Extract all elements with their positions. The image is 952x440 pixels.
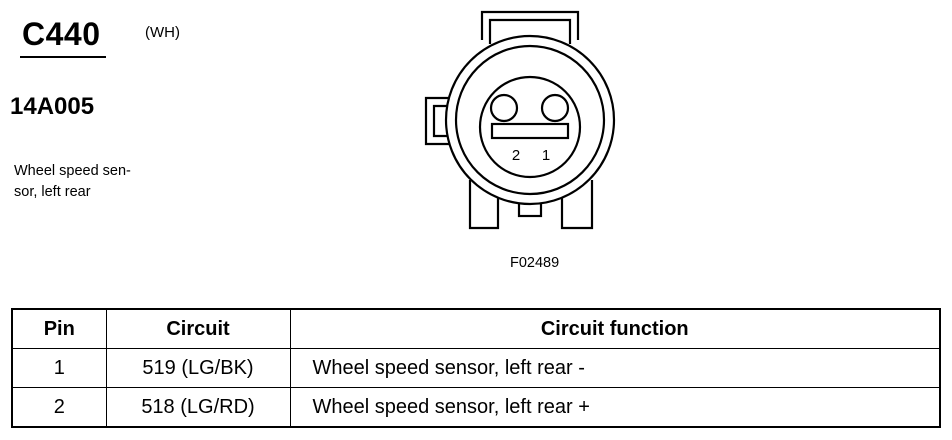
pin-label-1: 1 — [542, 147, 550, 164]
cell-pin: 1 — [11, 348, 107, 388]
cell-circuit: 518 (LG/RD) — [105, 387, 291, 428]
connector-right-leg — [560, 180, 594, 230]
figure-id: F02489 — [510, 255, 560, 271]
table-row: 2 518 (LG/RD) Wheel speed sensor, left r… — [11, 387, 941, 428]
header-circuit: Circuit — [105, 308, 291, 349]
connector-id-underline — [20, 56, 106, 58]
part-number: 14A005 — [10, 93, 95, 120]
connector-key-bar — [490, 122, 570, 140]
pin-table: Pin Circuit Circuit function 1 519 (LG/B… — [11, 308, 941, 428]
connector-inner-ring — [454, 44, 606, 196]
connector-top-tab-inner — [488, 18, 572, 44]
description-line-2: sor, left rear — [14, 184, 91, 200]
connector-description: Wheel speed sen- sor, left rear — [14, 161, 174, 203]
table-row: 1 519 (LG/BK) Wheel speed sensor, left r… — [11, 348, 941, 388]
connector-left-latch — [424, 96, 458, 146]
header-pin: Pin — [11, 308, 107, 349]
cell-circuit: 519 (LG/BK) — [105, 348, 291, 388]
cell-pin: 2 — [11, 387, 107, 428]
table-header-row: Pin Circuit Circuit function — [11, 308, 941, 349]
cell-function: Wheel speed sensor, left rear + — [289, 387, 941, 428]
connector-left-latch-inner — [432, 104, 452, 138]
connector-top-tab — [480, 10, 580, 40]
connector-id: C440 — [22, 16, 101, 52]
pin-1-cavity — [540, 93, 570, 123]
connector-face-diagram: 2 1 — [424, 10, 616, 230]
cell-function: Wheel speed sensor, left rear - — [289, 348, 941, 388]
connector-pin-face — [478, 75, 582, 179]
pin-2-cavity — [489, 93, 519, 123]
connector-color: (WH) — [145, 24, 180, 41]
connector-outer-ring — [444, 34, 616, 206]
pin-label-2: 2 — [512, 147, 520, 164]
header-circuit-function: Circuit function — [289, 308, 941, 349]
description-line-1: Wheel speed sen- — [14, 163, 131, 179]
connector-left-leg — [468, 180, 500, 230]
